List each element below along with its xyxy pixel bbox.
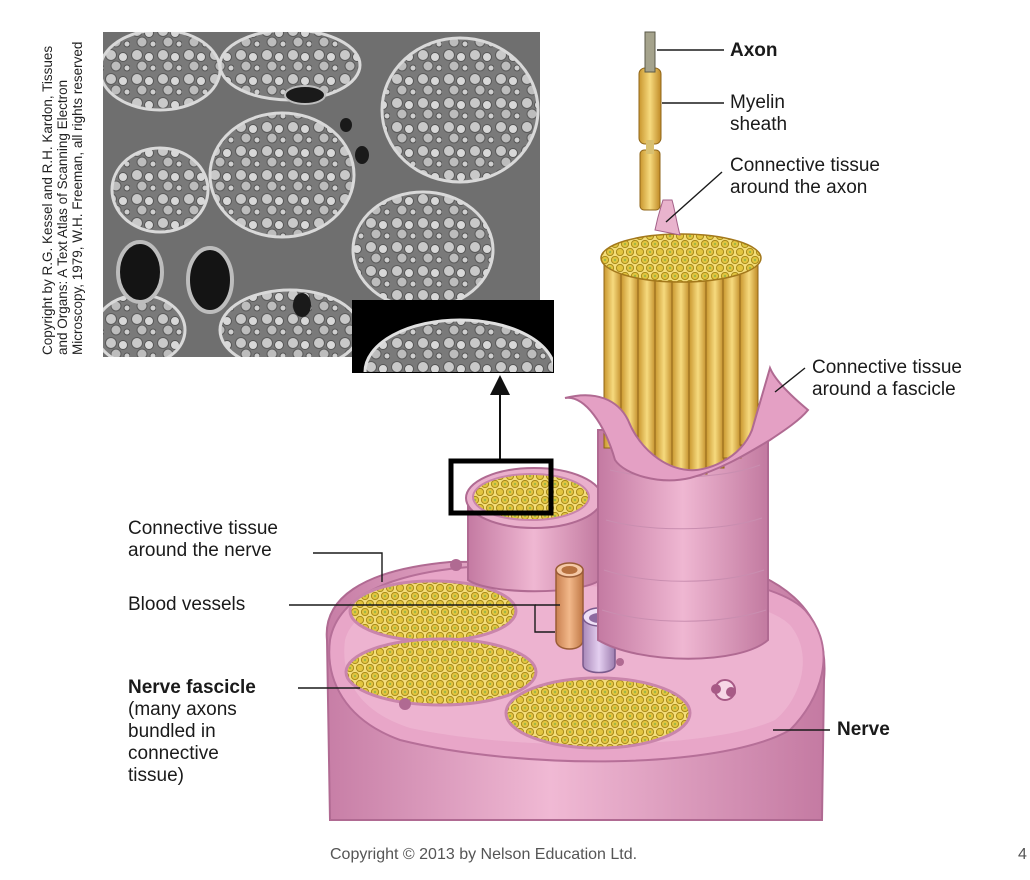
label-nerve-fascicle: Nerve fascicle (many axons bundled in co… [128,677,256,787]
label-connective-tissue-nerve: Connective tissue around the nerve [128,518,278,562]
single-axon [638,31,681,236]
leader-ct-nerve [313,552,383,582]
footer-copyright: Copyright © 2013 by Nelson Education Ltd… [330,846,638,863]
label-nerve-fascicle-desc-1: (many axons [128,699,237,720]
label-nerve: Nerve [837,719,890,740]
label-axon: Axon [730,40,778,61]
label-nerve-fascicle-title: Nerve fascicle [128,677,256,698]
fascicle-left-lower [344,637,538,707]
fascicle-column [597,429,769,660]
zoom-selection-box [448,458,554,516]
credit-line-3: Microscopy, 1979, W.H. Freeman, all righ… [70,41,85,355]
fascicle-sheath-flare [564,364,810,482]
micrograph-inset [352,300,554,373]
small-vessels [399,559,736,710]
fascicle-cross-sections [344,579,692,750]
label-connective-tissue-axon: Connective tissue around the axon [730,155,880,199]
credit-line-2: and Organs: A Text Atlas of Scanning Ele… [55,79,70,355]
leader-blood-vessels [289,604,555,633]
credit-line-1: Copyright by R.G. Kessel and R.H. Kardon… [40,45,55,355]
fascicle-left-upper [348,579,518,643]
label-nerve-fascicle-desc-3: connective [128,743,219,764]
label-connective-tissue-fascicle: Connective tissue around a fascicle [812,357,962,401]
label-nerve-fascicle-desc-4: tissue) [128,765,184,786]
label-ct-axon-line-1: Connective tissue [730,155,880,176]
label-ct-nerve-line-1: Connective tissue [128,518,278,539]
sem-micrograph [103,32,540,357]
label-myelin-line-1: Myelin [730,92,785,113]
leader-ct-fascicle [774,367,806,393]
blood-vessel-artery [555,562,584,650]
label-ct-axon-line-2: around the axon [730,177,868,198]
label-ct-fascicle-line-2: around a fascicle [812,379,956,400]
axon-bundle [600,233,762,475]
label-blood-vessels: Blood vessels [128,594,246,615]
leader-lines [289,49,830,731]
label-myelin-sheath: Myelin sheath [730,92,787,136]
leader-ct-axon [665,171,723,223]
label-nerve-fascicle-desc-2: bundled in [128,721,216,742]
label-ct-fascicle-line-1: Connective tissue [812,357,962,378]
label-ct-nerve-line-2: around the nerve [128,540,272,561]
label-myelin-line-2: sheath [730,114,788,135]
fascicle-right-lower [504,676,692,750]
micrograph-credit: Copyright by R.G. Kessel and R.H. Kardon… [40,25,85,355]
slide-footer: Copyright © 2013 by Nelson Education Ltd… [0,846,1030,870]
page-number: 4 [1018,846,1027,863]
